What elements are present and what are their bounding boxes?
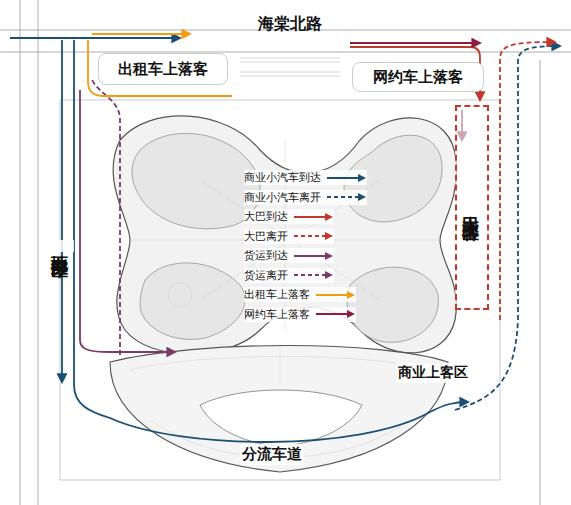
legend-item: 出租车上落客: [244, 287, 356, 302]
legend-text: 货运到达: [244, 248, 288, 263]
legend-sample: [325, 192, 367, 202]
zone-label: 出租车上落客: [118, 60, 208, 79]
legend-sample: [314, 309, 356, 319]
legend-sample: [292, 212, 334, 222]
legend-text: 出租车上落客: [244, 287, 310, 302]
legend-item: 货运到达: [244, 248, 334, 263]
legend-sample: [325, 173, 367, 183]
legend-text: 货运离开: [244, 268, 288, 283]
legend-sample: [292, 251, 334, 261]
legend-text: 大巴离开: [244, 229, 288, 244]
legend-sample: [292, 270, 334, 280]
pickup-zone-box: 大巴上落客区: [455, 105, 489, 310]
legend-text: 商业小汽车离开: [244, 190, 321, 205]
legend-text: 大巴到达: [244, 209, 288, 224]
legend-item: 商业小汽车到达: [244, 170, 367, 185]
legend-item: 大巴离开: [244, 229, 334, 244]
legend-item: 大巴到达: [244, 209, 334, 224]
legend-text: 商业小汽车到达: [244, 170, 321, 185]
legend-item: 商业小汽车离开: [244, 190, 367, 205]
legend-text: 网约车上落客: [244, 307, 310, 322]
legend-item: 货运离开: [244, 268, 334, 283]
zone-label: 网约车上落客: [373, 68, 463, 87]
zone-label: 大巴上落客区: [461, 202, 484, 214]
pickup-zone-box: 出租车上落客: [98, 53, 228, 85]
pickup-zone-box: 网约车上落客: [352, 62, 484, 92]
area-label: 商业上客区: [396, 363, 470, 383]
legend-sample: [292, 231, 334, 241]
area-label: 海棠北路: [258, 14, 322, 35]
legend-sample: [314, 290, 356, 300]
legend-item: 网约车上落客: [244, 307, 356, 322]
area-label: 分流车道: [240, 444, 304, 465]
area-label: 地面停车区: [47, 240, 74, 252]
